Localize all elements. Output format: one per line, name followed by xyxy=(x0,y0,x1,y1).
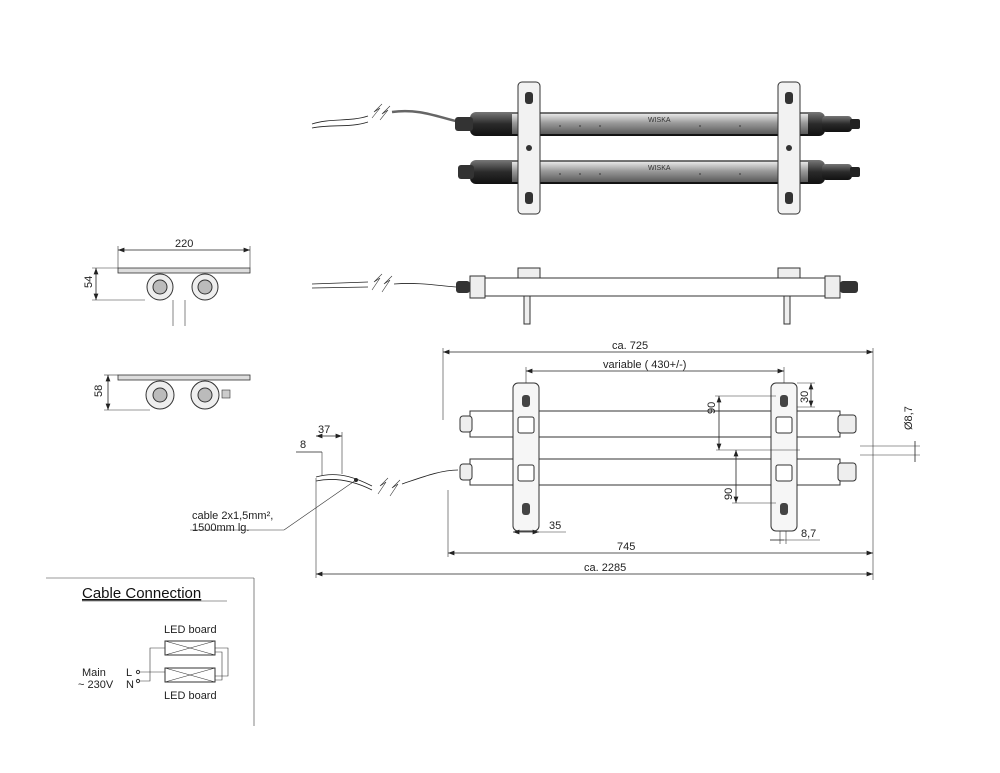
dim-30: 30 xyxy=(799,391,811,403)
led-board-bottom-label: LED board xyxy=(164,690,217,702)
dim-cable-8: 8 xyxy=(300,439,306,451)
dim-diameter: Ø8,7 xyxy=(903,406,915,430)
dim-90-upper: 90 xyxy=(706,402,718,414)
end-view-top: 220 54 xyxy=(83,238,251,326)
wiring-title: Cable Connection xyxy=(82,585,201,602)
side-view xyxy=(311,267,858,325)
dim-35: 35 xyxy=(549,520,561,532)
end-view-bottom: 58 xyxy=(93,374,251,411)
dim-width-220: 220 xyxy=(175,238,193,250)
cable-note-line2: 1500mm lg. xyxy=(192,522,249,534)
dim-height-58: 58 xyxy=(93,385,105,397)
dim-height-54: 54 xyxy=(83,276,95,288)
terminal-l: L xyxy=(126,667,132,679)
mains-voltage-label: ~ 230V xyxy=(78,679,114,691)
dim-variable: variable ( 430+/-) xyxy=(603,359,686,371)
brand-label-bottom: WISKA xyxy=(648,165,671,172)
dim-cable-37: 37 xyxy=(318,424,330,436)
cable-note-line1: cable 2x1,5mm², xyxy=(192,510,273,522)
dim-90-lower: 90 xyxy=(723,488,735,500)
terminal-n: N xyxy=(126,679,134,691)
mains-label: Main xyxy=(82,667,106,679)
wiring-diagram: Cable Connection LED board LED board Mai… xyxy=(46,577,255,726)
dim-745: 745 xyxy=(617,541,635,553)
dim-ca-725: ca. 725 xyxy=(612,340,648,352)
plan-view xyxy=(315,382,857,532)
brand-label-top: WISKA xyxy=(648,117,671,124)
led-board-top-label: LED board xyxy=(164,624,217,636)
cable-callout: cable 2x1,5mm², 1500mm lg. xyxy=(190,479,357,534)
product-photo: WISKA WISKA xyxy=(311,81,860,215)
dim-hole-8-7: 8,7 xyxy=(801,528,816,540)
plan-dimensions: ca. 725 variable ( 430+/-) 90 90 30 Ø8,7… xyxy=(296,340,920,580)
dim-ca-2285: ca. 2285 xyxy=(584,562,626,574)
